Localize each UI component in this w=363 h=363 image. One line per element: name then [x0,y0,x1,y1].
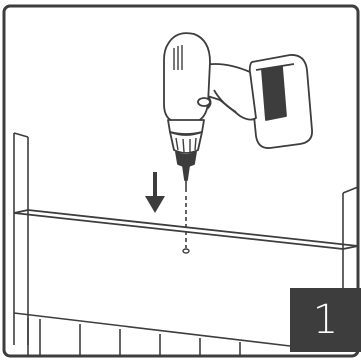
lower-shelf [13,312,291,356]
drill-icon [163,32,313,192]
left-post [13,132,29,345]
screw-target-icon [182,196,190,254]
step-number-badge: 1 [290,288,361,352]
step-number: 1 [312,297,339,343]
cross-board [13,209,359,250]
frame-border [2,4,360,358]
down-arrow-icon [145,172,165,213]
